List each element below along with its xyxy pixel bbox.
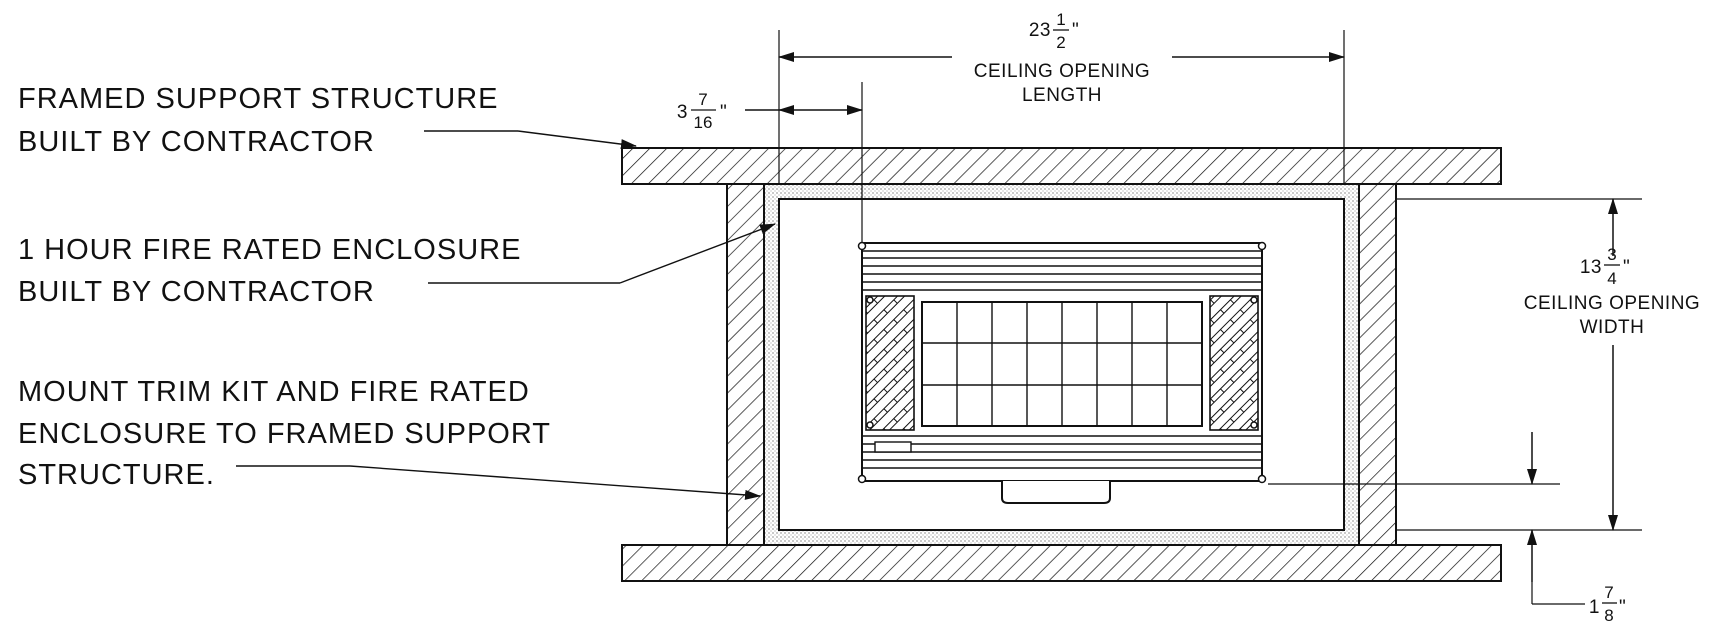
length-caption-line1: CEILING OPENING: [974, 61, 1150, 82]
left-side-panel: [865, 295, 915, 431]
fire-rated-enclosure: [763, 183, 1360, 546]
heater-unit: [857, 241, 1267, 504]
length-unit: ": [1072, 20, 1079, 41]
framed-support-line1: FRAMED SUPPORT STRUCTURE: [18, 83, 499, 115]
bottom-whole: 1: [1589, 597, 1600, 618]
width-whole: 13: [1580, 257, 1602, 278]
length-numerator: 1: [1056, 10, 1065, 29]
callout-mount-note: MOUNT TRIM KIT AND FIRE RATED ENCLOSURE …: [18, 376, 761, 500]
length-caption-line2: LENGTH: [1022, 85, 1102, 106]
mount-note-line3: STRUCTURE.: [18, 459, 215, 491]
offset-dimension: 3 7 16 ": [677, 90, 863, 132]
callout-framed-support: FRAMED SUPPORT STRUCTURE BUILT BY CONTRA…: [18, 83, 637, 158]
offset-denominator: 16: [694, 113, 713, 132]
left-support-post: [726, 183, 765, 546]
offset-whole: 3: [677, 102, 688, 123]
right-side-panel: [1209, 295, 1259, 431]
framed-support-structure: [621, 147, 1502, 582]
mount-note-line2: ENCLOSURE TO FRAMED SUPPORT: [18, 418, 551, 450]
width-numerator: 3: [1607, 245, 1616, 264]
fire-enclosure-line1: 1 HOUR FIRE RATED ENCLOSURE: [18, 234, 521, 266]
offset-unit: ": [720, 102, 727, 123]
brand-badge: [874, 441, 912, 453]
width-unit: ": [1623, 257, 1630, 278]
right-support-post: [1358, 183, 1397, 546]
framed-support-line2: BUILT BY CONTRACTOR: [18, 126, 375, 158]
bottom-support-beam: [621, 544, 1502, 582]
bottom-dimension: 1 7 8 ": [1527, 432, 1626, 623]
width-dimension: 13 3 4 " CEILING OPENING WIDTH: [1524, 198, 1700, 531]
fire-enclosure-line2: BUILT BY CONTRACTOR: [18, 276, 375, 308]
bottom-denominator: 8: [1604, 606, 1613, 623]
bottom-unit: ": [1619, 597, 1626, 618]
offset-numerator: 7: [698, 90, 707, 109]
top-support-beam: [621, 147, 1502, 185]
mount-note-line1: MOUNT TRIM KIT AND FIRE RATED: [18, 376, 530, 408]
width-denominator: 4: [1607, 269, 1616, 288]
bottom-numerator: 7: [1604, 583, 1613, 602]
length-dimension: 23 1 2 " CEILING OPENING LENGTH: [778, 10, 1345, 106]
width-caption-line2: WIDTH: [1580, 317, 1645, 338]
width-caption-line1: CEILING OPENING: [1524, 293, 1700, 314]
callout-fire-enclosure: 1 HOUR FIRE RATED ENCLOSURE BUILT BY CON…: [18, 223, 776, 308]
length-whole: 23: [1029, 20, 1051, 41]
length-denominator: 2: [1056, 33, 1065, 52]
